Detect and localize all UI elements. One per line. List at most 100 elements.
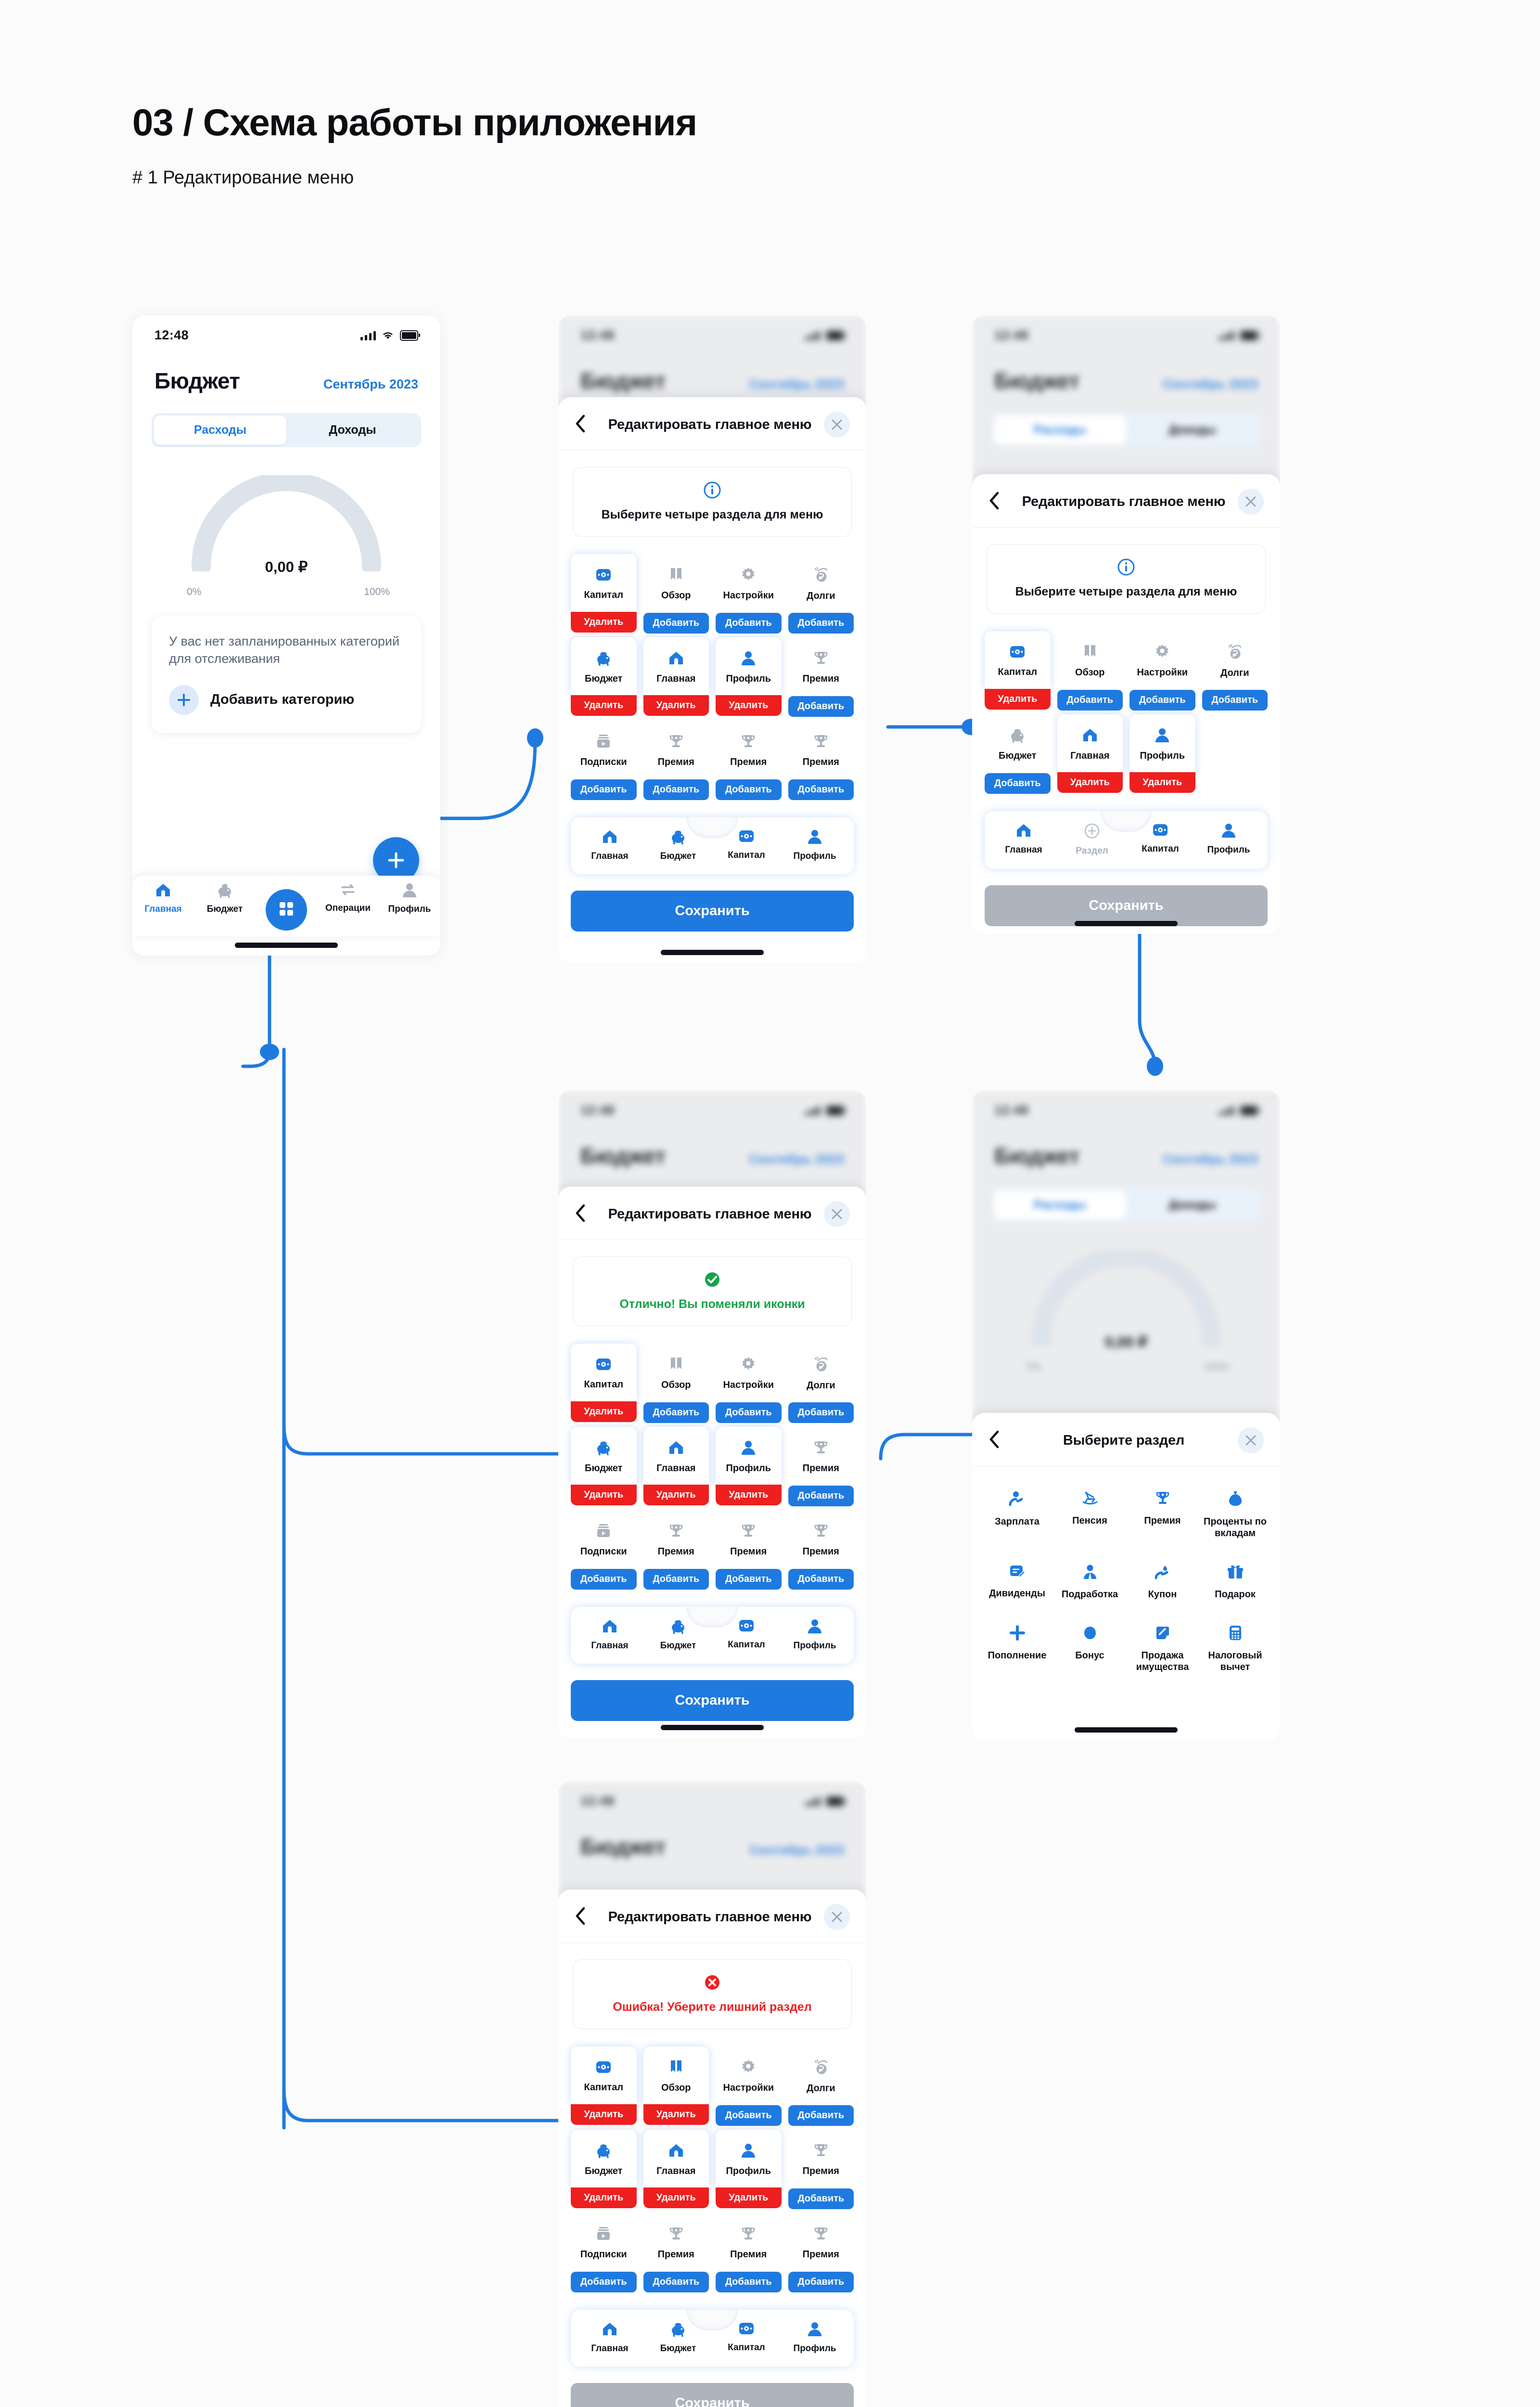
add-button[interactable]: Добавить [788,1569,854,1590]
section-card[interactable]: Настройки [716,554,782,612]
section-card[interactable]: Обзор [643,2046,709,2104]
section-card[interactable]: Премия [788,2130,854,2187]
section-card[interactable]: Настройки [716,2046,782,2104]
delete-button[interactable]: Удалить [643,1485,709,1505]
picker-item[interactable]: Подработка [1055,1564,1124,1600]
section-card[interactable]: Премия [788,2213,854,2271]
preview-tab[interactable]: Профиль [781,2321,849,2354]
delete-button[interactable]: Удалить [571,1485,637,1505]
section-cell[interactable]: Профиль Удалить [1129,714,1195,794]
section-cell[interactable]: Премия Добавить [788,1427,854,1506]
preview-tab[interactable]: Главная [576,1618,644,1651]
add-button[interactable]: Добавить [788,779,854,800]
chevron-left-icon[interactable] [988,1430,1010,1451]
delete-button[interactable]: Удалить [571,695,637,716]
add-button[interactable]: Добавить [643,1402,709,1423]
section-cell[interactable]: Настройки Добавить [1129,631,1195,711]
add-button[interactable]: Добавить [985,773,1051,794]
section-cell[interactable]: Главная Удалить [1057,714,1123,794]
section-card[interactable]: Бюджет [571,2130,637,2187]
section-card[interactable]: Премия [716,721,782,778]
preview-tab[interactable]: Профиль [781,829,849,862]
add-button[interactable]: Добавить [788,696,854,717]
section-cell[interactable]: Премия Добавить [643,721,709,800]
add-button[interactable]: Добавить [788,613,854,634]
section-cell[interactable]: Капитал Удалить [571,554,637,634]
delete-button[interactable]: Удалить [716,1485,782,1505]
section-cell[interactable]: Капитал Удалить [571,1344,637,1423]
preview-tab[interactable]: Главная [576,829,644,862]
section-cell[interactable]: Профиль Удалить [716,637,782,717]
section-cell[interactable]: Обзор Добавить [643,1344,709,1423]
add-button[interactable]: Добавить [1129,690,1195,711]
section-card[interactable]: Профиль [716,2130,782,2187]
section-cell[interactable]: Бюджет Удалить [571,2130,637,2209]
picker-item[interactable]: Зарплата [983,1490,1052,1539]
section-card[interactable]: Капитал [571,1344,637,1401]
preview-tab[interactable]: Капитал [1126,823,1194,856]
section-cell[interactable]: Премия Добавить [788,2130,854,2209]
section-cell[interactable]: Обзор Добавить [1057,631,1123,711]
section-card[interactable]: Подписки [571,2213,637,2271]
add-button[interactable]: Добавить [643,613,709,634]
preview-tab[interactable]: Раздел [1058,823,1126,856]
section-cell[interactable]: Главная Удалить [643,637,709,717]
chevron-left-icon[interactable] [575,1204,596,1225]
tab-grid-button[interactable] [266,889,307,931]
month-selector[interactable]: Сентябрь 2023 [323,377,418,391]
preview-tab[interactable]: Капитал [712,1618,781,1651]
tab-profile[interactable]: Профиль [379,882,440,915]
section-card[interactable]: Профиль [716,1427,782,1485]
close-icon[interactable] [824,412,850,438]
add-button[interactable]: Добавить [716,613,782,634]
section-cell[interactable]: Бюджет Добавить [985,714,1051,794]
preview-tab[interactable]: Профиль [1194,823,1263,856]
add-button[interactable]: Добавить [571,1569,637,1590]
chevron-left-icon[interactable] [575,414,596,436]
section-card[interactable]: Капитал [571,554,637,612]
section-card[interactable]: Долги [788,554,854,612]
section-card[interactable]: Премия [716,2213,782,2271]
picker-item[interactable]: Продажа имущества [1128,1625,1197,1673]
section-cell[interactable]: Подписки Добавить [571,2213,637,2292]
section-card[interactable]: Премия [716,1510,782,1568]
section-cell[interactable]: Премия Добавить [716,1510,782,1590]
section-cell[interactable]: Настройки Добавить [716,554,782,634]
section-cell[interactable]: Долги Добавить [788,1344,854,1423]
section-cell[interactable]: Капитал Удалить [985,631,1051,711]
delete-button[interactable]: Удалить [571,2187,637,2208]
add-button[interactable]: Добавить [643,1569,709,1590]
add-button[interactable]: Добавить [571,779,637,800]
section-card[interactable]: Подписки [571,1510,637,1568]
section-cell[interactable]: Обзор Удалить [643,2046,709,2126]
delete-button[interactable]: Удалить [716,2187,782,2208]
section-card[interactable]: Подписки [571,721,637,778]
section-card[interactable]: Главная [1057,714,1123,772]
add-category-button[interactable]: Добавить категорию [169,685,404,715]
delete-button[interactable]: Удалить [571,1401,637,1422]
add-button[interactable]: Добавить [643,2272,709,2292]
section-card[interactable]: Премия [788,637,854,695]
section-cell[interactable]: Долги Добавить [1202,631,1268,711]
delete-button[interactable]: Удалить [571,2104,637,2125]
section-card[interactable]: Бюджет [571,637,637,695]
section-card[interactable]: Долги [788,2046,854,2104]
picker-item[interactable]: Подарок [1201,1564,1270,1600]
add-button[interactable]: Добавить [643,779,709,800]
tab-operations[interactable]: Операции [317,882,379,914]
picker-item[interactable]: Пенсия [1055,1490,1124,1539]
add-button[interactable]: Добавить [716,1402,782,1423]
picker-item[interactable]: Пополнение [983,1625,1052,1673]
section-cell[interactable]: Долги Добавить [788,554,854,634]
picker-item[interactable]: Премия [1128,1490,1197,1539]
preview-tab[interactable]: Профиль [781,1618,849,1651]
tab-budget[interactable]: Бюджет [194,882,256,915]
section-card[interactable]: Премия [643,1510,709,1568]
section-cell[interactable]: Главная Удалить [643,1427,709,1506]
section-card[interactable]: Бюджет [985,714,1051,772]
section-card[interactable]: Настройки [1129,631,1195,689]
section-cell[interactable]: Обзор Добавить [643,554,709,634]
section-card[interactable]: Главная [643,637,709,695]
section-cell[interactable]: Премия Добавить [643,2213,709,2292]
segmented-control[interactable]: Расходы Доходы [152,413,421,447]
